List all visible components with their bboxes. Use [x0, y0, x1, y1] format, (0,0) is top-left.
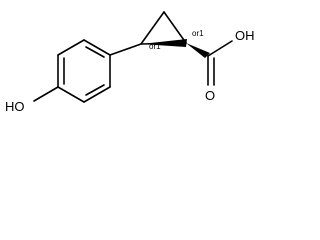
phenol-hydroxyl-label: HO	[5, 99, 25, 114]
stereo-wedge	[186, 43, 210, 58]
stereo-label-ring-c2: or1	[192, 29, 204, 38]
aryl-cyclopropane-bond	[109, 43, 142, 56]
ring-bond	[83, 39, 111, 56]
cyclopropane-bond	[140, 11, 165, 45]
aromatic-double-bond	[85, 46, 105, 58]
carbonyl-oxygen-label: O	[205, 88, 215, 103]
ring-bond	[83, 86, 111, 103]
cyclopropane-bond	[163, 11, 187, 44]
stereo-label-ring-c1: or1	[149, 42, 161, 51]
carbonyl-single-bond	[207, 40, 233, 57]
ring-bond	[57, 86, 85, 103]
ring-bond	[57, 39, 85, 56]
chemical-structure-diagram: HO OH O or1 or1	[5, 11, 255, 114]
structure-canvas: HO OH O or1 or1	[0, 0, 283, 128]
stereo-wedge	[141, 39, 187, 47]
phenol-oxygen-bond	[33, 86, 59, 102]
aromatic-double-bond	[85, 84, 105, 96]
acid-hydroxyl-label: OH	[235, 28, 255, 43]
